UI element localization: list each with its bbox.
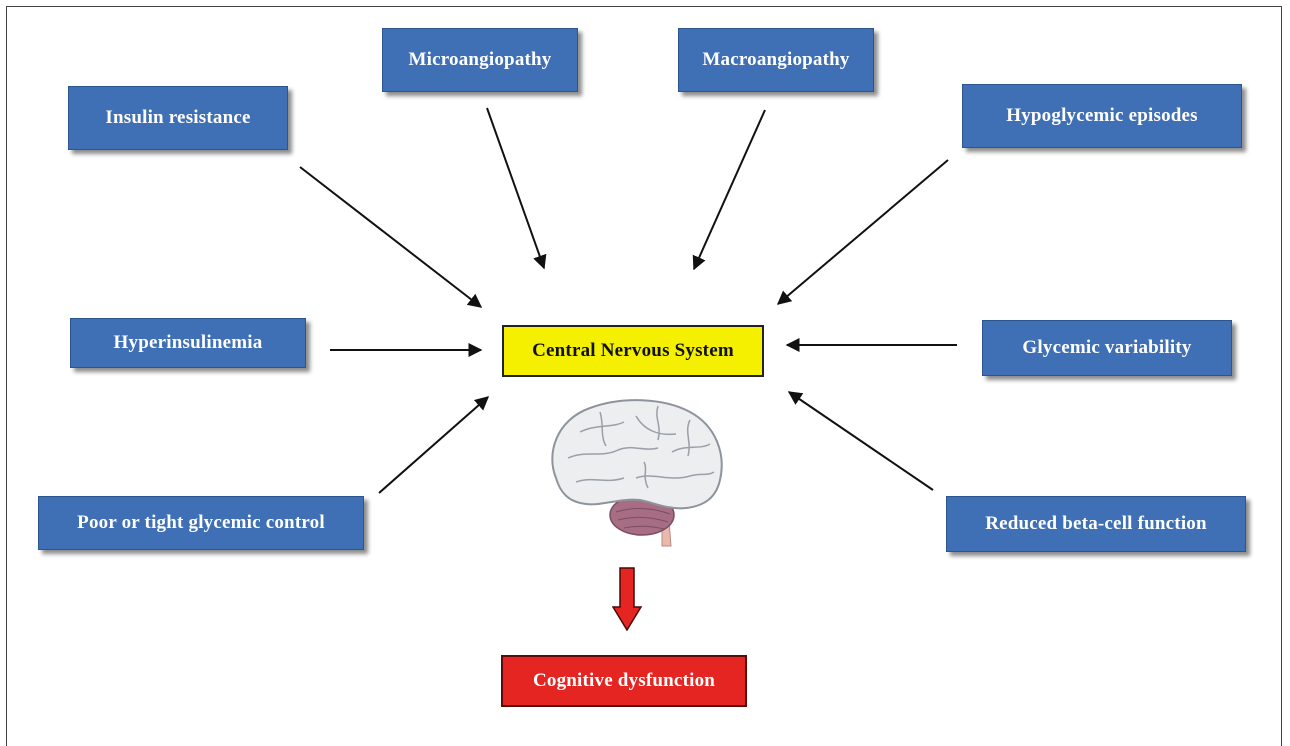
glycemic-control-label: Poor or tight glycemic control — [77, 512, 325, 533]
arrow-microangiopathy — [486, 107, 547, 270]
cognitive-dysfunction-label: Cognitive dysfunction — [532, 670, 716, 691]
arrow-beta-cell — [787, 391, 934, 491]
arrow-macroangiopathy — [692, 109, 766, 271]
arrow-insulin-resistance — [299, 166, 483, 308]
macroangiopathy-label: Macroangiopathy — [702, 49, 850, 70]
figure-frame — [6, 6, 1282, 746]
hypoglycemic-episodes-box: Hypoglycemic episodes — [962, 84, 1242, 148]
down-arrow-icon — [612, 567, 642, 631]
beta-cell-label: Reduced beta-cell function — [985, 513, 1207, 534]
insulin-resistance-box: Insulin resistance — [68, 86, 288, 150]
microangiopathy-label: Microangiopathy — [408, 49, 552, 70]
arrow-hypoglycemic-episodes — [776, 159, 949, 305]
central-nervous-system-label: Central Nervous System — [532, 340, 734, 361]
arrow-glycemic-control — [378, 396, 490, 494]
cognitive-dysfunction-box: Cognitive dysfunction — [501, 655, 747, 707]
brain-icon — [551, 399, 723, 547]
microangiopathy-box: Microangiopathy — [382, 28, 578, 92]
hyperinsulinemia-box: Hyperinsulinemia — [70, 318, 306, 368]
glycemic-variability-box: Glycemic variability — [982, 320, 1232, 376]
central-nervous-system-box: Central Nervous System — [502, 325, 764, 377]
hyperinsulinemia-label: Hyperinsulinemia — [113, 332, 263, 353]
beta-cell-box: Reduced beta-cell function — [946, 496, 1246, 552]
macroangiopathy-box: Macroangiopathy — [678, 28, 874, 92]
glycemic-variability-label: Glycemic variability — [1022, 337, 1192, 358]
glycemic-control-box: Poor or tight glycemic control — [38, 496, 364, 550]
insulin-resistance-label: Insulin resistance — [105, 107, 251, 128]
hypoglycemic-episodes-label: Hypoglycemic episodes — [1006, 105, 1198, 126]
